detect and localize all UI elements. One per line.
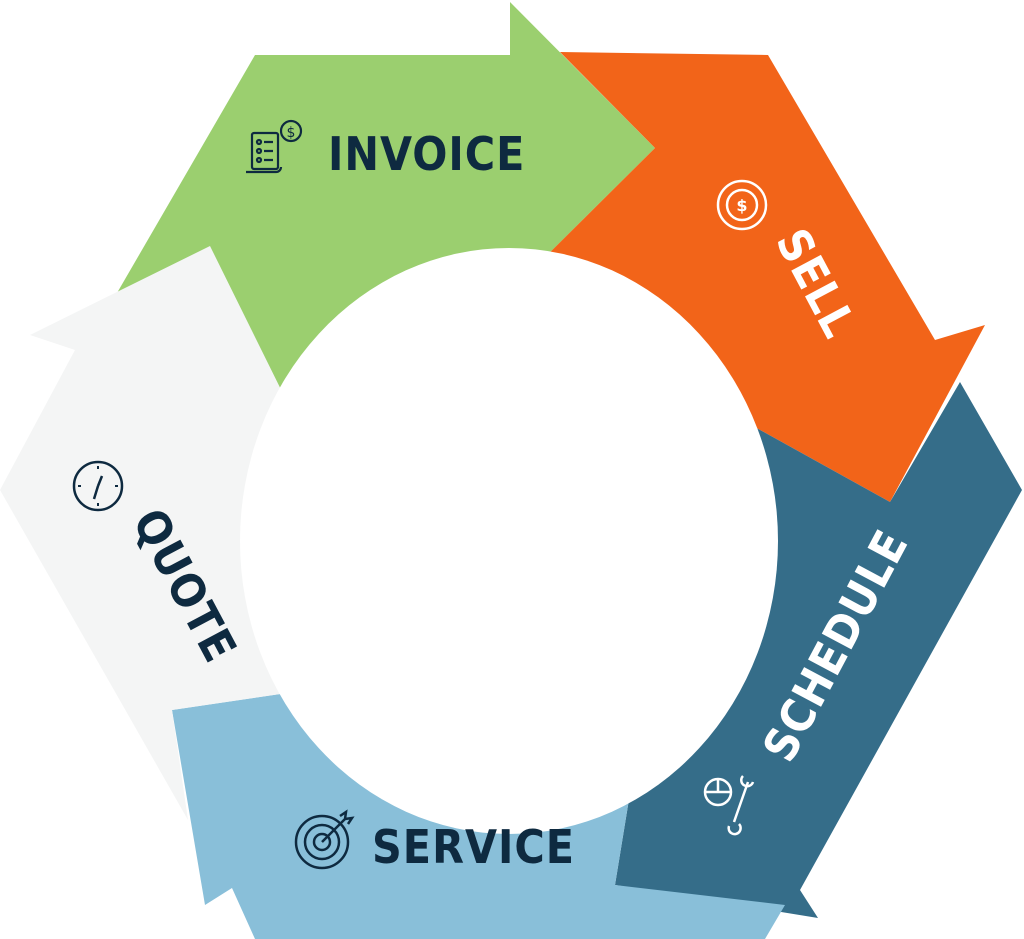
invoice-dollar-glyph: $ — [287, 125, 296, 141]
clock-icon — [72, 460, 124, 512]
center-hole — [240, 248, 778, 834]
dollar-cycle-icon — [716, 179, 768, 231]
service-label: SERVICE — [372, 820, 575, 874]
invoice-receipt-icon — [246, 119, 303, 174]
hardhat-wrench-icon — [703, 775, 755, 836]
target-icon — [294, 809, 355, 870]
invoice-label: INVOICE — [328, 127, 525, 181]
sell-dollar-glyph: $ — [736, 196, 747, 215]
